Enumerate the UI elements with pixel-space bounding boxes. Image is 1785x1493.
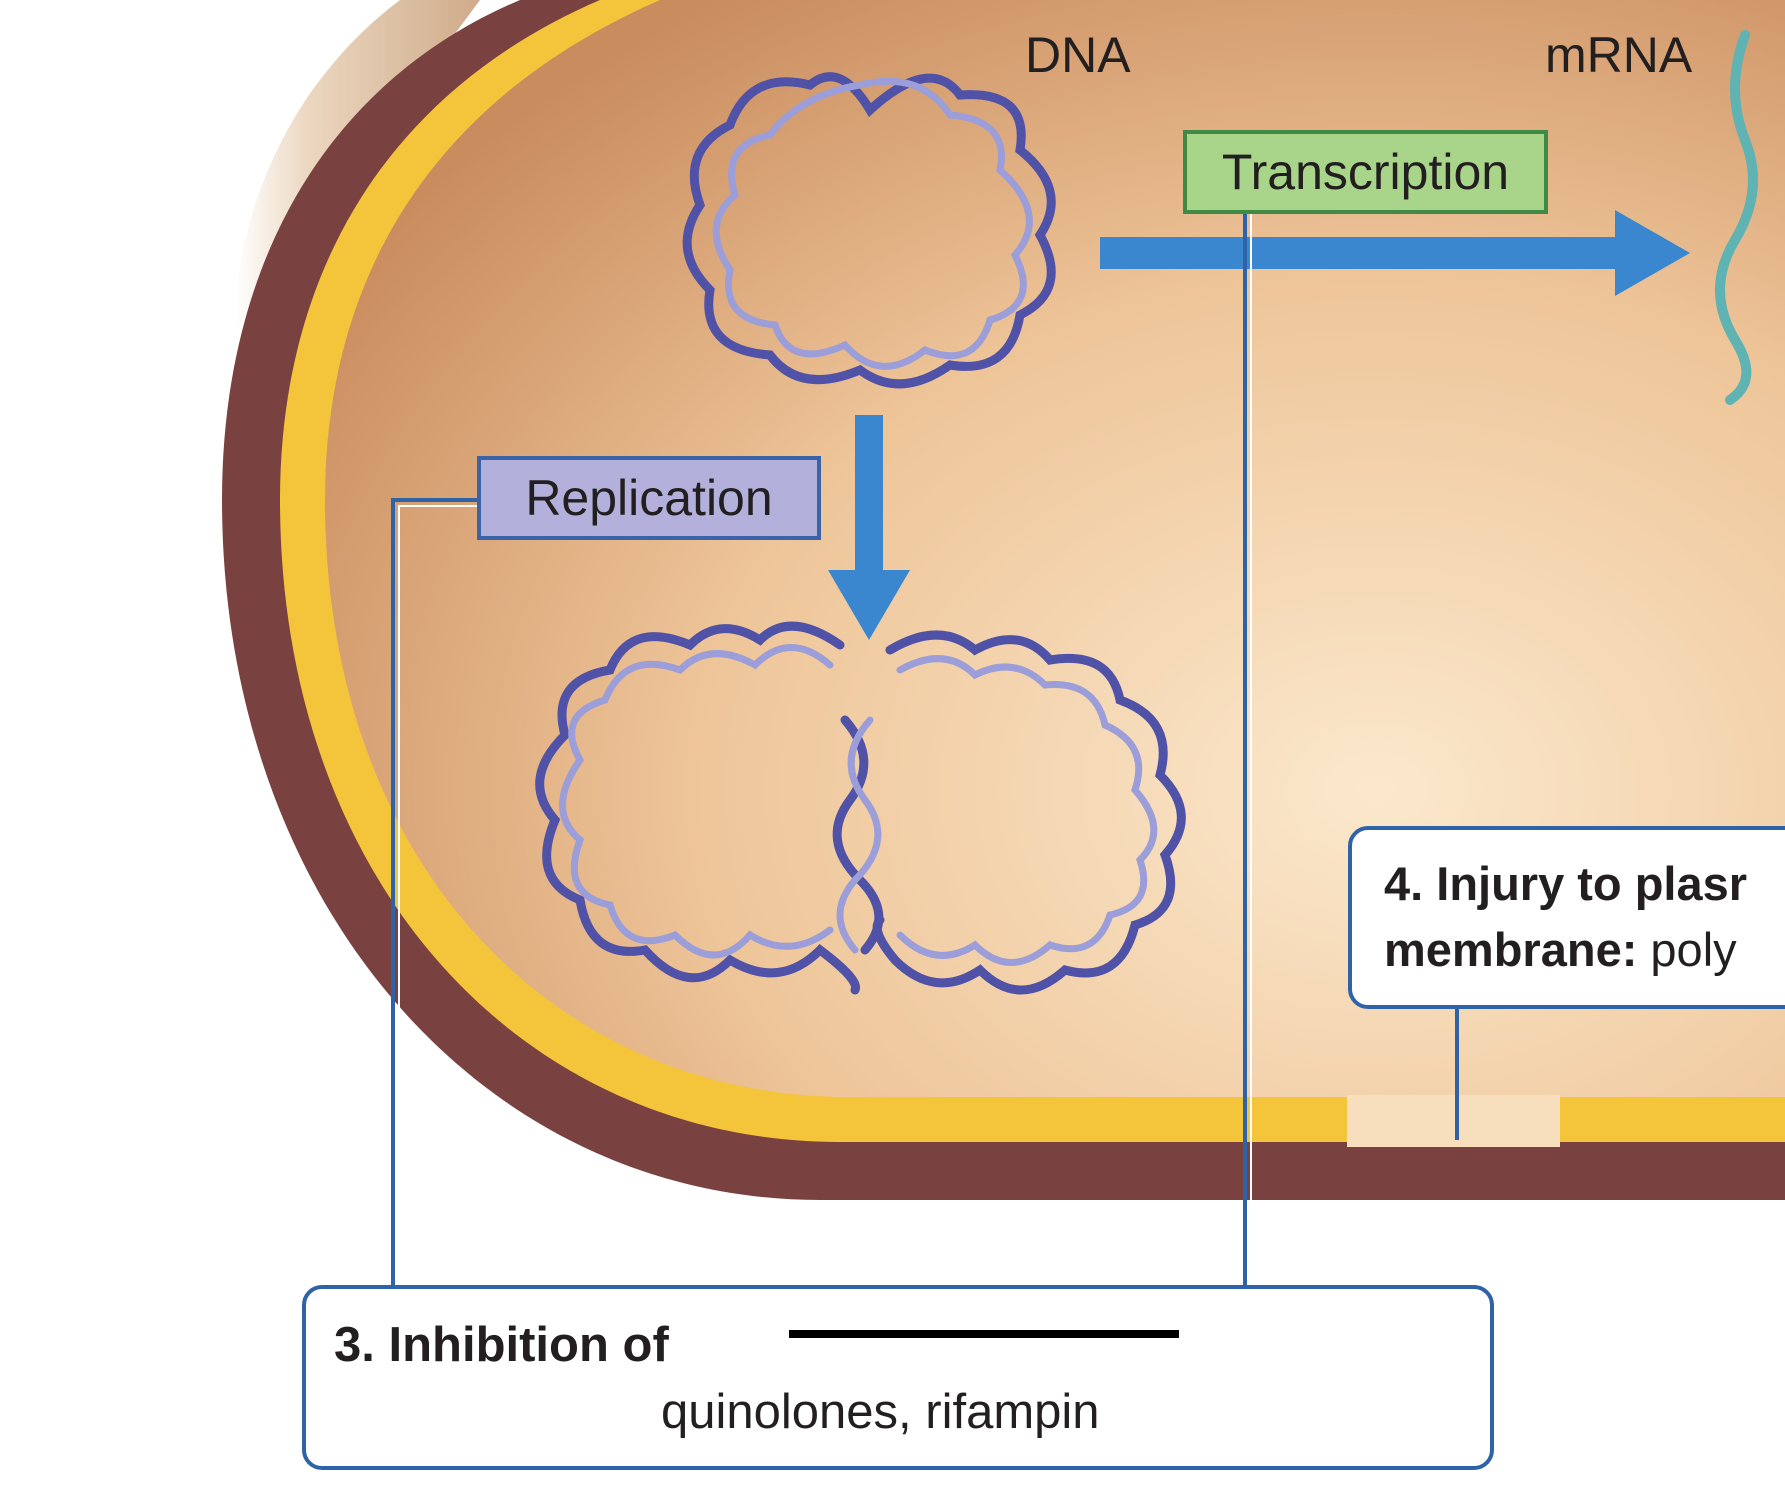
dna-replicated-chromosomes <box>535 621 1186 995</box>
callout-4-subtitle-rest: poly <box>1637 923 1737 976</box>
transcription-label: Transcription <box>1183 130 1548 214</box>
transcription-arrow <box>1100 210 1690 296</box>
callout-4-subtitle-bold: membrane: <box>1384 923 1638 976</box>
callout-4-subtitle: membrane: poly <box>1384 922 1737 977</box>
callout-injury-plasma-membrane: 4. Injury to plasr membrane: poly <box>1348 826 1785 1009</box>
callout-3-fill-in-blank <box>789 1330 1179 1338</box>
mrna-strand <box>1715 30 1758 405</box>
callout-inhibition-nucleic-acid-synthesis: 3. Inhibition of quinolones, rifampin <box>302 1285 1494 1470</box>
connector-lines <box>391 214 1459 1287</box>
callout-4-title: 4. Injury to plasr <box>1384 857 1748 910</box>
replication-label: Replication <box>477 456 821 540</box>
membrane-gap <box>1347 1095 1560 1147</box>
callout-3-title: 3. Inhibition of <box>334 1318 669 1372</box>
replication-arrow <box>828 415 910 640</box>
callout-3-drug-list: quinolones, rifampin <box>661 1385 1100 1439</box>
mrna-label: mRNA <box>1545 27 1693 83</box>
cytoplasm <box>325 0 1785 1097</box>
dna-circular-chromosome <box>682 72 1056 389</box>
dna-label: DNA <box>1025 27 1131 83</box>
connector-lines-white <box>398 214 1252 1287</box>
